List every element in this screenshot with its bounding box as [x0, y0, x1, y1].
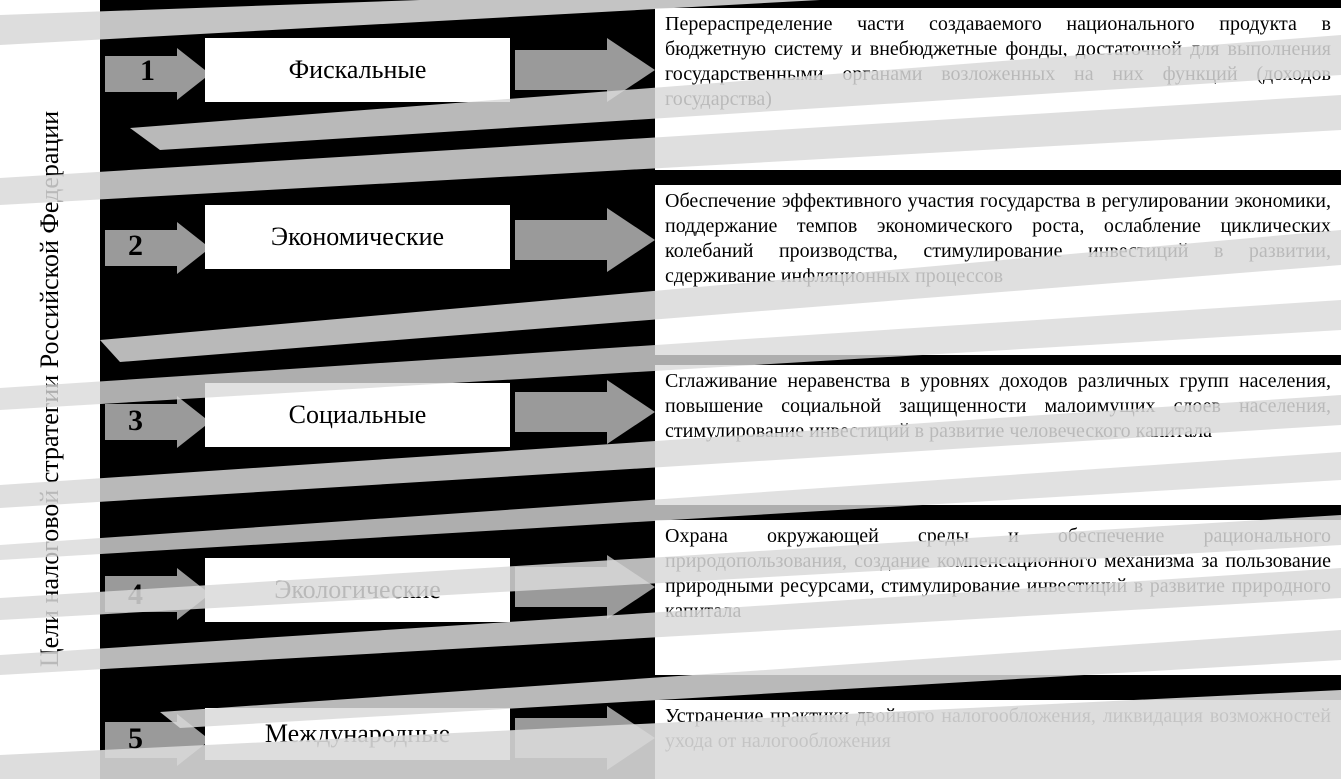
- number-arrow-2: [105, 222, 210, 274]
- category-box-3: Социальные: [205, 383, 510, 447]
- category-box-5: Международные: [205, 708, 510, 760]
- number-arrow-5: [105, 714, 210, 766]
- right-arrow-5: [515, 706, 655, 770]
- row-number-1: 1: [140, 54, 155, 87]
- category-box-1: Фискальные: [205, 38, 510, 102]
- sidebar: Цели налоговой стратегии Российской Феде…: [0, 0, 100, 779]
- description-3: Сглаживание неравенства в уровнях доходо…: [655, 365, 1341, 505]
- sidebar-title: Цели налоговой стратегии Российской Феде…: [35, 110, 64, 668]
- description-5: Устранение практики двойного налогооблож…: [655, 700, 1341, 779]
- category-box-4: Экологические: [205, 558, 510, 622]
- description-1: Перераспределение части создаваемого нац…: [655, 8, 1341, 170]
- right-arrow-3: [515, 380, 655, 444]
- row-number-5: 5: [128, 722, 143, 755]
- description-2: Обеспечение эффективного участия государ…: [655, 185, 1341, 355]
- right-arrow-2: [515, 208, 655, 272]
- row-number-2: 2: [128, 229, 143, 262]
- right-arrow-1: [515, 38, 655, 102]
- right-arrow-4: [515, 555, 655, 619]
- number-arrow-3: [105, 396, 210, 448]
- row-number-4: 4: [128, 578, 143, 611]
- description-4: Охрана окружающей среды и обеспечение ра…: [655, 520, 1341, 675]
- number-arrow-4: [105, 568, 210, 620]
- number-arrow-1: [105, 48, 210, 100]
- row-number-3: 3: [128, 404, 143, 437]
- category-box-2: Экономические: [205, 205, 510, 269]
